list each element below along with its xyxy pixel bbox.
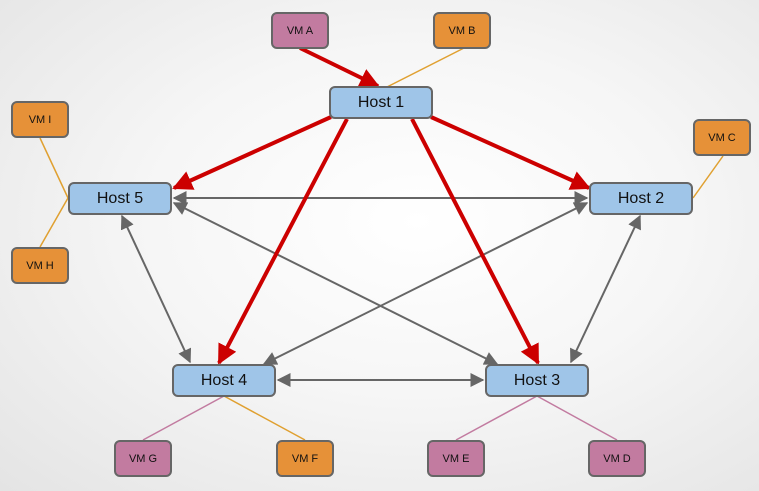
link-vmG-host4 bbox=[142, 395, 225, 441]
vm-i-node[interactable]: VM I bbox=[11, 101, 69, 138]
vm-d-node[interactable]: VM D bbox=[588, 440, 646, 477]
peer-arrow-h5-h3 bbox=[172, 202, 499, 365]
host-4-node[interactable]: Host 4 bbox=[172, 364, 276, 397]
link-vmF-host4 bbox=[223, 395, 306, 441]
migration-arrow-h1-h4 bbox=[217, 118, 349, 365]
link-vmB-host1 bbox=[384, 47, 465, 89]
migration-arrow-h1-h3 bbox=[410, 118, 540, 365]
host-2-node[interactable]: Host 2 bbox=[589, 182, 693, 215]
peer-arrow-h5-h4 bbox=[120, 214, 192, 364]
vm-g-node[interactable]: VM G bbox=[114, 440, 172, 477]
migration-arrow-h1-h2 bbox=[430, 115, 591, 190]
peer-arrow-h2-h4 bbox=[262, 202, 589, 365]
vm-c-node[interactable]: VM C bbox=[693, 119, 751, 156]
vm-a-node[interactable]: VM A bbox=[271, 12, 329, 49]
link-vmH-host5 bbox=[39, 197, 69, 248]
link-vmE-host3 bbox=[455, 395, 538, 441]
vm-f-node[interactable]: VM F bbox=[276, 440, 334, 477]
migration-arrow-vmA-h1 bbox=[299, 46, 380, 88]
host-5-node[interactable]: Host 5 bbox=[68, 182, 172, 215]
vm-b-node[interactable]: VM B bbox=[433, 12, 491, 49]
peer-arrow-h2-h3 bbox=[570, 214, 641, 364]
link-vmI-host5 bbox=[39, 137, 69, 199]
vm-e-node[interactable]: VM E bbox=[427, 440, 485, 477]
host-1-node[interactable]: Host 1 bbox=[329, 86, 433, 119]
link-vmD-host3 bbox=[536, 395, 618, 441]
vm-h-node[interactable]: VM H bbox=[11, 247, 69, 284]
host-3-node[interactable]: Host 3 bbox=[485, 364, 589, 397]
migration-arrow-h1-h5 bbox=[172, 115, 332, 190]
link-vmC-host2 bbox=[692, 155, 724, 199]
